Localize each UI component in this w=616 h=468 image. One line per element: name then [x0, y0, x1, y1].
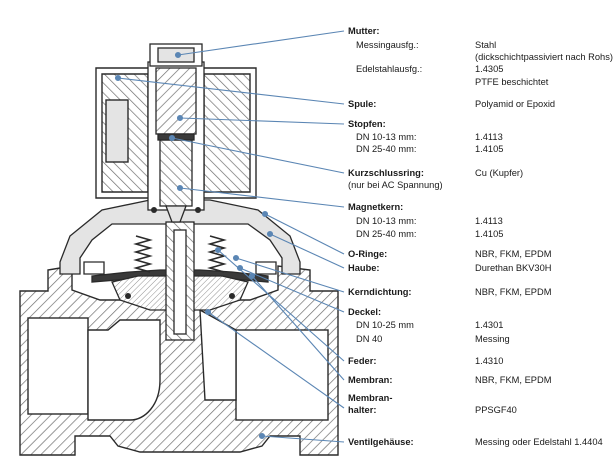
value-stopfen-row-1: 1.4113	[475, 132, 503, 142]
leader-kerndichtung	[232, 254, 345, 293]
value-deckel-row-2: Messing	[475, 334, 510, 344]
value-o-ringe: NBR, FKM, EPDM	[475, 249, 552, 259]
leader-deckel	[236, 264, 345, 313]
value-membranhalter: PPSGF40	[475, 405, 517, 415]
label-deckel: Deckel:	[348, 307, 382, 317]
label-stopfen: Stopfen:	[348, 119, 386, 129]
value-mutter-row-4: PTFE beschichtet	[475, 77, 549, 87]
value-kurzschlussring: Cu (Kupfer)	[475, 168, 524, 178]
value-feder: 1.4310	[475, 356, 504, 366]
value-ventilgehaeuse: Messing oder Edelstahl 1.4404	[475, 437, 603, 447]
springs	[133, 235, 227, 273]
leader-membranhalter	[204, 308, 345, 409]
leader-spule	[114, 74, 345, 105]
value-mutter-row-3: 1.4305	[475, 64, 504, 74]
label-membran: Membran:	[348, 375, 393, 385]
value-membran: NBR, FKM, EPDM	[475, 375, 552, 385]
label-membranhalter-1: Membran-	[348, 393, 393, 403]
leader-kurzschlussring	[168, 134, 345, 174]
label-stopfen-row-1: DN 10-13 mm:	[356, 132, 417, 142]
label-stopfen-row-2: DN 25-40 mm:	[356, 144, 417, 154]
leader-o-ringe	[261, 210, 345, 255]
label-magnetkern-row-1: DN 10-13 mm:	[356, 216, 417, 226]
leader-membran	[248, 272, 345, 381]
label-deckel-row-1: DN 10-25 mm	[356, 320, 414, 330]
leader-magnetkern	[176, 184, 345, 208]
label-spule: Spule:	[348, 99, 377, 109]
value-magnetkern-row-2: 1.4105	[475, 229, 504, 239]
value-spule: Polyamid or Epoxid	[475, 99, 556, 109]
value-deckel-row-1: 1.4301	[475, 320, 504, 330]
leader-ventilgehaeuse	[258, 432, 345, 443]
leader-feder	[214, 246, 345, 362]
label-kurzschlussring: Kurzschlussring:	[348, 168, 424, 178]
label-mutter-row-1: Messingausfg.:	[356, 40, 419, 50]
leader-stopfen	[176, 114, 345, 125]
core-tube	[147, 61, 205, 223]
label-haube: Haube:	[348, 263, 380, 273]
value-magnetkern-row-1: 1.4113	[475, 216, 503, 226]
label-magnetkern: Magnetkern:	[348, 202, 404, 212]
label-deckel-row-2: DN 40	[356, 334, 383, 344]
o-ring-marks	[125, 207, 235, 299]
label-kerndichtung: Kerndichtung:	[348, 287, 412, 297]
leader-mutter	[174, 30, 345, 59]
value-kerndichtung: NBR, FKM, EPDM	[475, 287, 552, 297]
label-ventilgehaeuse: Ventilgehäuse:	[348, 437, 414, 447]
value-mutter-row-2: (dickschichtpassiviert nach Rohs)	[475, 52, 613, 62]
plunger-stem	[165, 221, 195, 341]
label-feder: Feder:	[348, 356, 377, 366]
label-membranhalter-2: halter:	[348, 405, 377, 415]
label-mutter: Mutter:	[348, 26, 380, 36]
label-magnetkern-row-2: DN 25-40 mm:	[356, 229, 417, 239]
label-mutter-row-3: Edelstahlausfg.:	[356, 64, 423, 74]
leader-lines	[114, 30, 345, 443]
note-kurzschlussring: (nur bei AC Spannung)	[348, 180, 443, 190]
value-mutter-row-1: Stahl	[475, 40, 497, 50]
valve-body	[19, 265, 339, 456]
leader-haube	[266, 230, 345, 269]
label-o-ringe: O-Ringe:	[348, 249, 388, 259]
value-haube: Durethan BKV30H	[475, 263, 552, 273]
value-stopfen-row-2: 1.4105	[475, 144, 504, 154]
